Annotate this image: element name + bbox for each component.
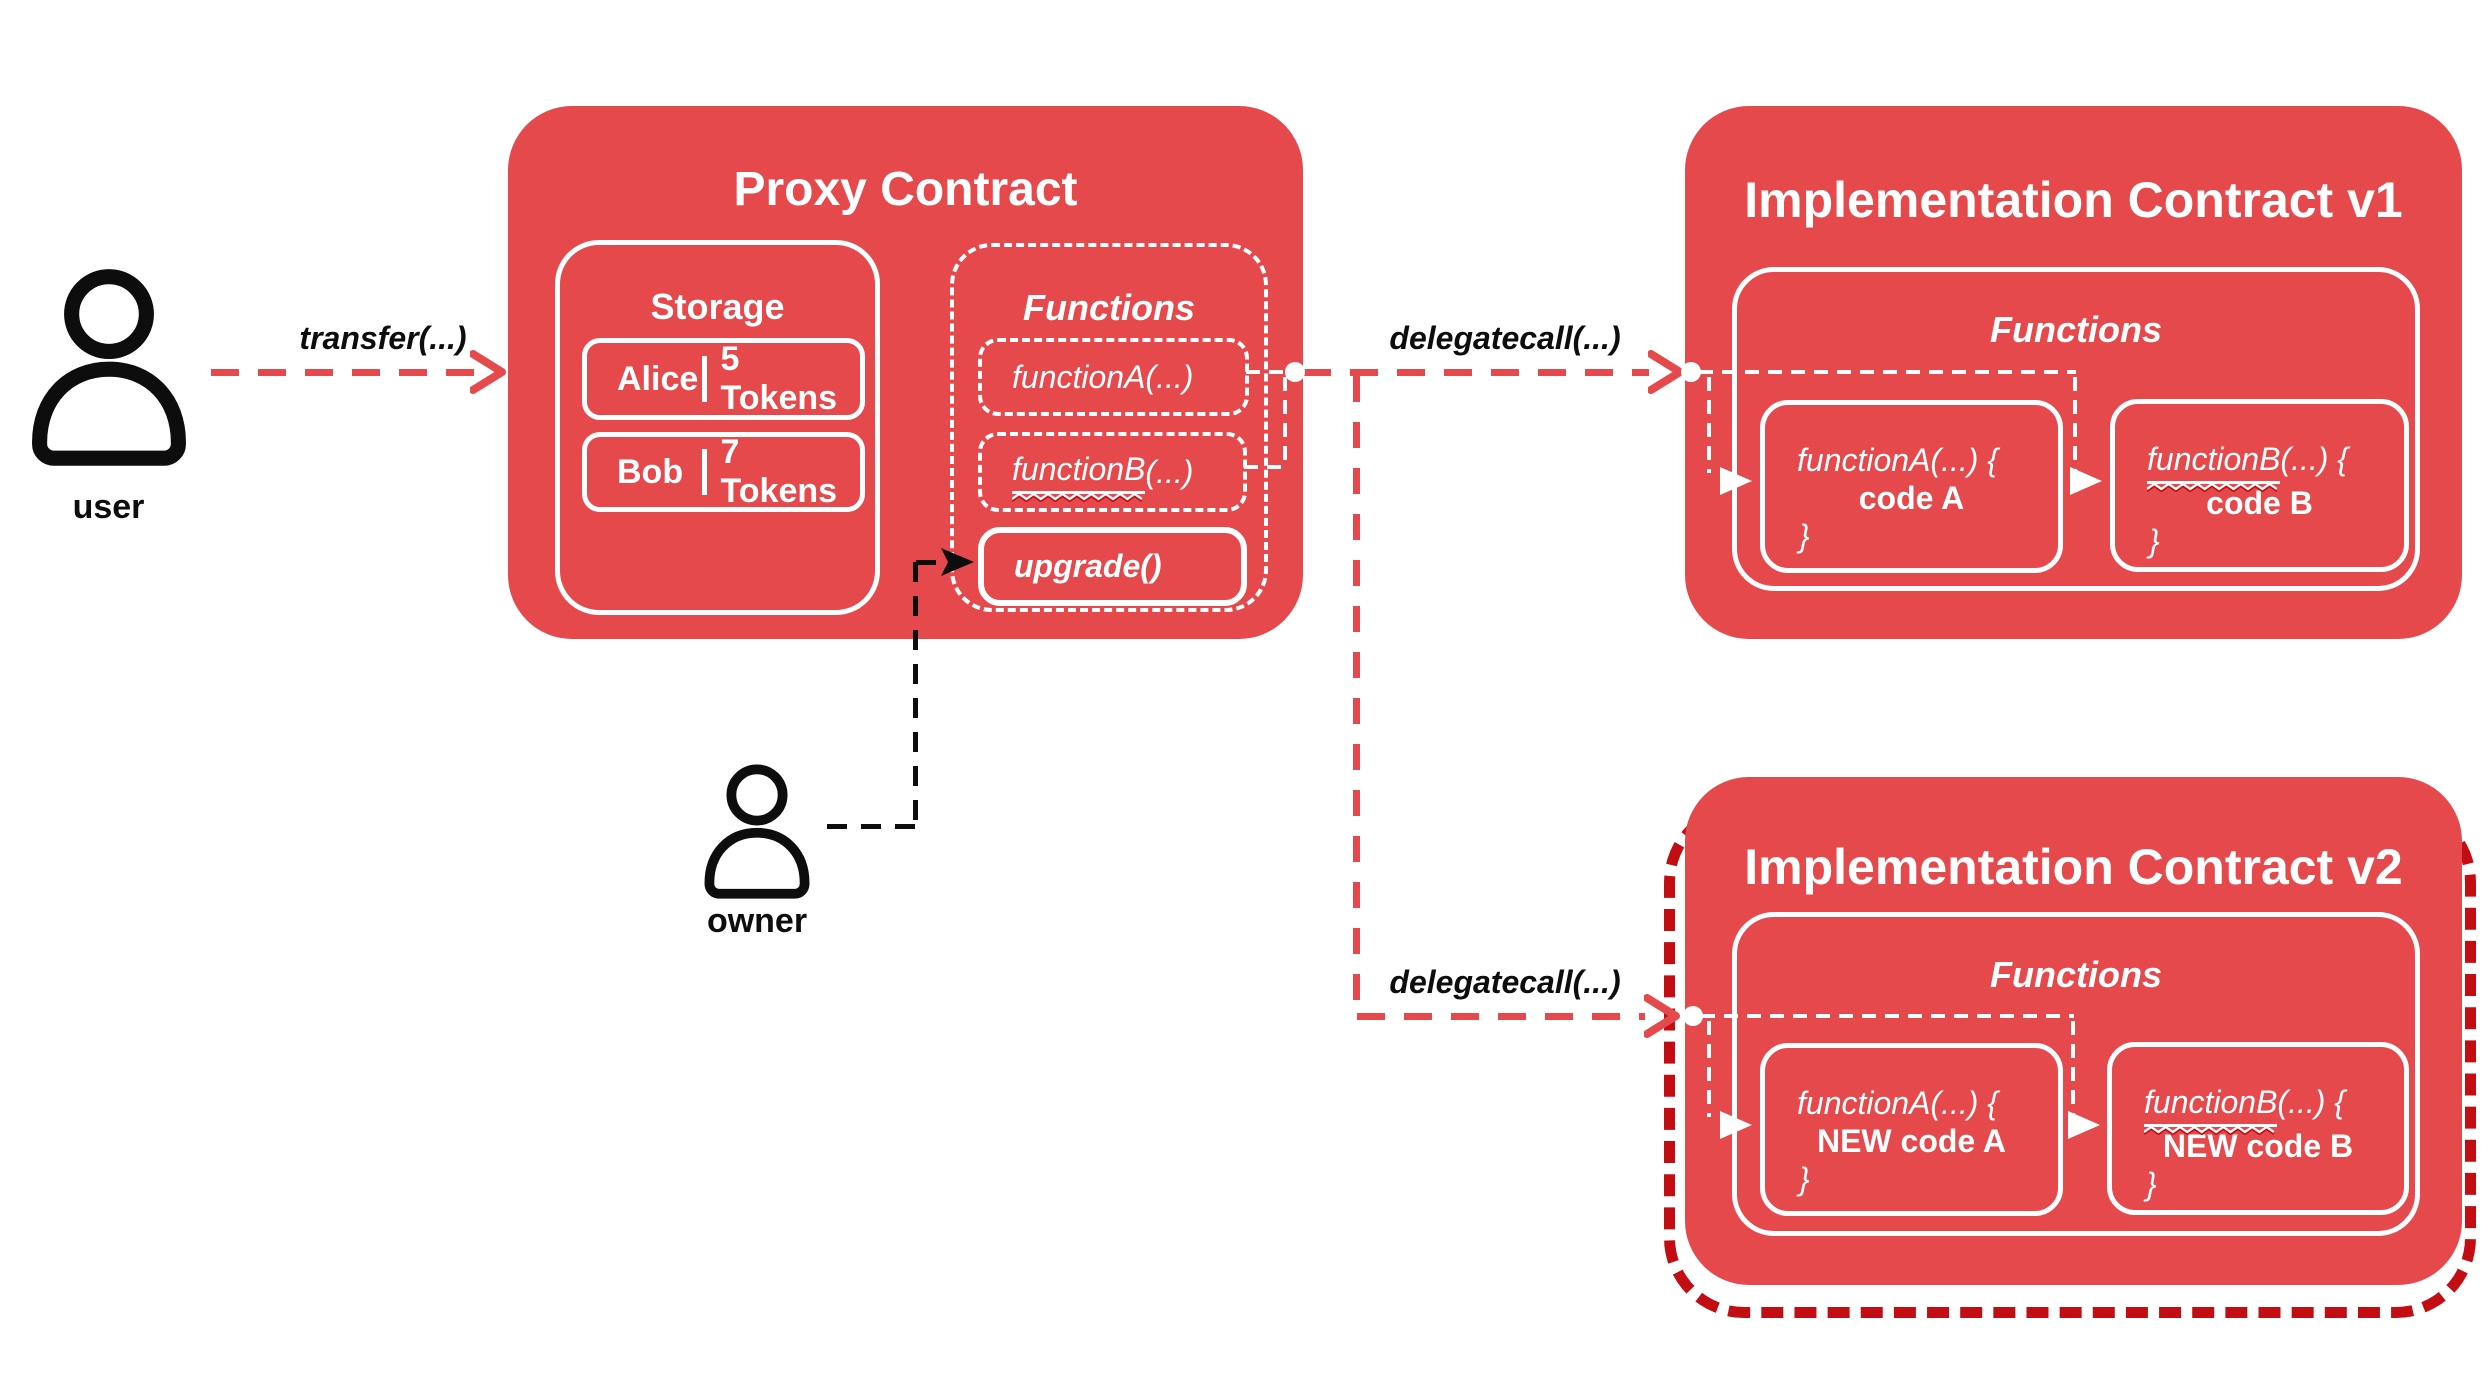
proxy-fna-connector [1246,370,1288,374]
v2-function-b-close: } [2146,1166,2157,1202]
owner-upgrade-line-h1 [827,824,917,829]
v1-function-a-arrowhead-icon [1720,467,1752,495]
proxy-function-b-word: functionB [1012,450,1146,502]
proxy-function-a: functionA(...) [978,338,1249,416]
proxy-function-b: functionB (...) [978,432,1247,512]
proxy-functions-title: Functions [1023,287,1195,328]
owner-icon [704,764,810,899]
v2-connector-h [1701,1014,2074,1018]
v1-function-b-word-text: functionB [2147,441,2281,477]
v1-function-b-arrowhead-icon [2070,467,2102,495]
v2-connector-vb [2071,1021,2075,1117]
proxy-upgrade-function: upgrade() [978,527,1247,606]
v1-connector-vb [2073,377,2077,473]
v2-function-b-signature: functionB (...) { [2112,1083,2404,1135]
delegatecall-v2-arrowhead-icon [1644,994,1680,1038]
storage-row-name: Bob [617,452,684,491]
v2-function-a-signature: functionA(...) { [1797,1085,1998,1121]
squiggle-underline-icon [1012,492,1143,502]
v2-functions-title: Functions [1990,954,2162,995]
v1-function-a-signature: functionA(...) { [1797,442,1998,478]
storage-row-divider [701,356,707,402]
user-label: user [72,488,145,526]
v2-function-b-box: functionB (...) { NEW code B } [2107,1042,2409,1215]
v1-function-b-body: code B [2206,485,2313,521]
transfer-arrowhead-icon [470,350,506,394]
delegatecall-v1-arrowhead-icon [1648,350,1684,394]
v2-function-b-rest: (...) { [2277,1084,2345,1120]
implementation-v1-title: Implementation Contract v1 [1744,172,2403,228]
transfer-label: transfer(...) [299,320,467,356]
storage-row-name: Alice [617,359,699,398]
proxy-contract-title: Proxy Contract [733,163,1078,216]
proxy-function-b-rest: (...) [1145,453,1194,490]
owner-upgrade-line-v [913,562,918,828]
proxy-exit-node [1285,362,1305,382]
proxy-storage-title: Storage [650,286,785,327]
storage-row-alice: Alice 5 Tokens [582,338,865,420]
v2-function-b-arrowhead-icon [2068,1111,2100,1139]
storage-row-bob: Bob 7 Tokens [582,432,865,512]
delegatecall-v1-line [1303,369,1649,376]
v1-function-a-box: functionA(...) { code A } [1760,400,2063,573]
owner-label: owner [706,902,808,940]
proxy-upgrade-label: upgrade() [1014,548,1162,584]
v1-function-b-signature: functionB (...) { [2115,440,2404,492]
v1-connector-va [1707,377,1711,473]
implementation-v2-title: Implementation Contract v2 [1744,839,2403,895]
v2-function-b-word-text: functionB [2144,1084,2278,1120]
v1-function-b-rest: (...) { [2280,441,2348,477]
v1-function-b-word: functionB [2147,440,2281,492]
v1-function-a-body: code A [1858,480,1965,516]
delegatecall-v1-label: delegatecall(...) [1389,320,1621,356]
proxy-exit-connector-v [1283,377,1287,467]
v2-function-a-body: NEW code A [1816,1123,2007,1159]
v2-functions-pane: Functions functionA(...) { NEW code A } … [1732,912,2420,1236]
owner-upgrade-arrowhead-icon [941,548,974,576]
proxy-storage-pane: Storage Alice 5 Tokens Bob 7 Tokens [555,240,880,615]
delegatecall-v2-line [1357,1013,1645,1020]
v2-function-b-word: functionB [2144,1083,2278,1135]
proxy-functions-pane: Functions functionA(...) functionB (...)… [950,243,1268,612]
delegatecall-branch-line [1353,376,1360,1013]
v1-function-a-close: } [1799,518,1810,554]
v2-function-a-arrowhead-icon [1720,1111,1752,1139]
proxy-function-a-label: functionA(...) [1012,358,1194,395]
proxy-fnb-connector [1244,465,1286,469]
v1-connector-h [1699,370,2076,374]
v2-function-a-box: functionA(...) { NEW code A } [1760,1043,2063,1216]
delegatecall-v2-label: delegatecall(...) [1389,964,1621,1000]
v1-functions-title: Functions [1990,309,2162,350]
v1-function-b-close: } [2149,523,2160,559]
v1-function-b-box: functionB (...) { code B } [2110,399,2409,572]
storage-row-value: 7 Tokens [720,433,838,510]
proxy-contract-card: Proxy Contract Storage Alice 5 Tokens Bo… [508,106,1303,639]
owner-upgrade-line-h2 [916,560,944,565]
user-icon [32,269,186,466]
v2-function-a-close: } [1799,1161,1810,1197]
v2-connector-va [1707,1021,1711,1117]
v1-entry-node [1681,362,1701,382]
storage-row-divider [701,449,707,495]
transfer-arrow-line [211,369,492,376]
storage-row-value: 5 Tokens [720,340,838,417]
squiggle-underline-icon [2147,482,2278,492]
squiggle-underline-icon [2144,1125,2275,1135]
proxy-function-b-word-text: functionB [1012,450,1146,487]
v2-entry-node [1683,1006,1703,1026]
v1-functions-pane: Functions functionA(...) { code A } func… [1732,267,2420,591]
